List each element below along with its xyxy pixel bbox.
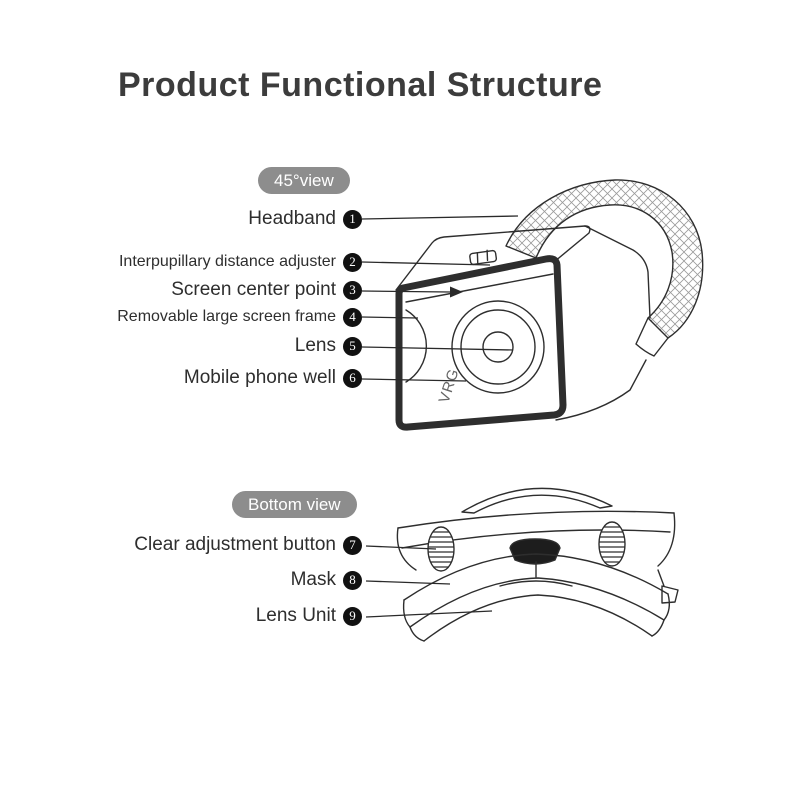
arrowhead-icon: [450, 286, 463, 298]
number-badge: 7: [343, 535, 362, 555]
label-text: Screen center point: [171, 279, 336, 300]
leader-line: [365, 610, 493, 618]
number-badge: 6: [343, 368, 362, 388]
label-phone-well: Mobile phone well 6: [184, 367, 362, 389]
leader-line: [361, 215, 519, 220]
device-illustration-45: VRG: [395, 179, 704, 431]
label-text: Headband: [248, 208, 336, 229]
label-text: Removable large screen frame: [117, 308, 336, 325]
lens-shape: [451, 300, 545, 394]
adjustment-button-right: [598, 521, 626, 567]
lens-unit-shape: [499, 561, 573, 587]
label-headband: Headband 1: [248, 208, 362, 230]
leader-line: [365, 545, 437, 550]
strap-buckle-shape: [657, 569, 679, 604]
leader-lines: [361, 215, 519, 618]
page-title: Product Functional Structure: [118, 66, 603, 104]
label-screen-frame: Removable large screen frame 4: [117, 306, 362, 328]
leader-line: [361, 316, 419, 319]
label-text: Interpupillary distance adjuster: [118, 253, 336, 270]
view-badge-45: 45°view: [258, 167, 350, 194]
number-badge: 4: [343, 307, 362, 327]
label-ipd-adjuster: Interpupillary distance adjuster 2: [119, 251, 362, 273]
leader-line: [365, 580, 451, 585]
leader-line: [361, 290, 451, 293]
number-badge: 1: [343, 209, 362, 229]
leader-line: [361, 346, 514, 351]
view-badge-bottom: Bottom view: [232, 491, 357, 518]
nose-piece-shape: [509, 538, 561, 565]
number-badge: 5: [343, 336, 362, 356]
label-text: Clear adjustment button: [134, 534, 336, 555]
number-badge: 3: [343, 280, 362, 300]
ipd-adjuster-shape: [469, 249, 498, 266]
screen-frame-shape: [395, 255, 567, 431]
label-text: Mobile phone well: [183, 367, 336, 388]
adjustment-button-left: [427, 526, 455, 572]
label-lens: Lens 5: [295, 335, 362, 357]
label-text: Lens Unit: [255, 605, 336, 626]
number-badge: 2: [343, 252, 362, 272]
label-text: Lens: [294, 335, 336, 356]
leader-line: [361, 378, 467, 382]
mask-shape: [402, 553, 671, 642]
label-adjustment-button: Clear adjustment button 7: [134, 534, 362, 556]
number-badge: 9: [343, 606, 362, 626]
device-logo: VRG: [436, 366, 463, 405]
leader-line: [361, 261, 491, 266]
device-illustration-bottom: [396, 487, 679, 642]
label-screen-center-point: Screen center point 3: [171, 279, 362, 301]
label-lens-unit: Lens Unit 9: [256, 605, 362, 627]
label-text: Mask: [290, 569, 336, 590]
headband-shape: [505, 179, 704, 339]
label-mask: Mask 8: [291, 569, 362, 591]
number-badge: 8: [343, 570, 362, 590]
